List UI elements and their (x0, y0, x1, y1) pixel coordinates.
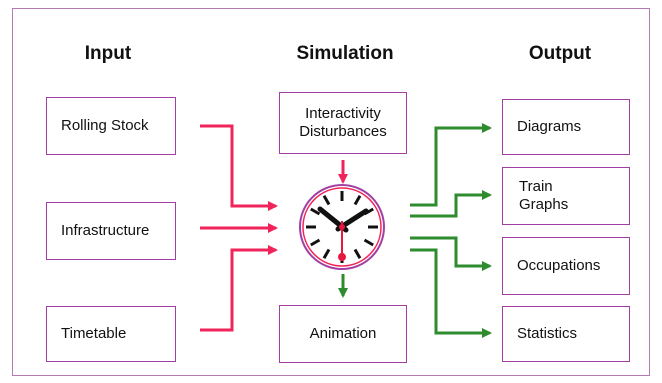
input-box-timetable: Timetable (46, 306, 176, 362)
input-box-infrastructure: Infrastructure (46, 202, 176, 260)
arrow-timetable-to-clock (200, 245, 278, 332)
sim-box-animation: Animation (279, 305, 407, 363)
output-box-train-graphs-line2: Graphs (519, 196, 569, 213)
sim-box-top-line2: Disturbances (299, 123, 387, 140)
output-box-statistics: Statistics (502, 306, 630, 362)
sim-box-top-line1: Interactivity (305, 105, 381, 122)
arrow-clock-to-train-graphs (410, 190, 492, 218)
output-box-train-graphs: Train Graphs (502, 167, 630, 225)
output-box-occupations: Occupations (502, 237, 630, 295)
output-box-train-graphs-line1: Train (519, 178, 553, 195)
sim-box-interactivity-disturbances: Interactivity Disturbances (279, 92, 407, 154)
heading-input: Input (84, 43, 132, 64)
input-box-rolling-stock: Rolling Stock (46, 97, 176, 155)
station-clock-icon (299, 184, 385, 270)
arrow-rolling-stock-to-clock (200, 124, 278, 211)
heading-output: Output (528, 43, 592, 64)
arrow-clock-to-occupations (410, 236, 492, 271)
heading-simulation: Simulation (296, 43, 394, 64)
output-box-diagrams: Diagrams (502, 99, 630, 155)
arrow-clock-to-statistics (410, 248, 492, 338)
diagram-frame (12, 8, 650, 376)
arrow-clock-to-diagrams (410, 123, 492, 207)
